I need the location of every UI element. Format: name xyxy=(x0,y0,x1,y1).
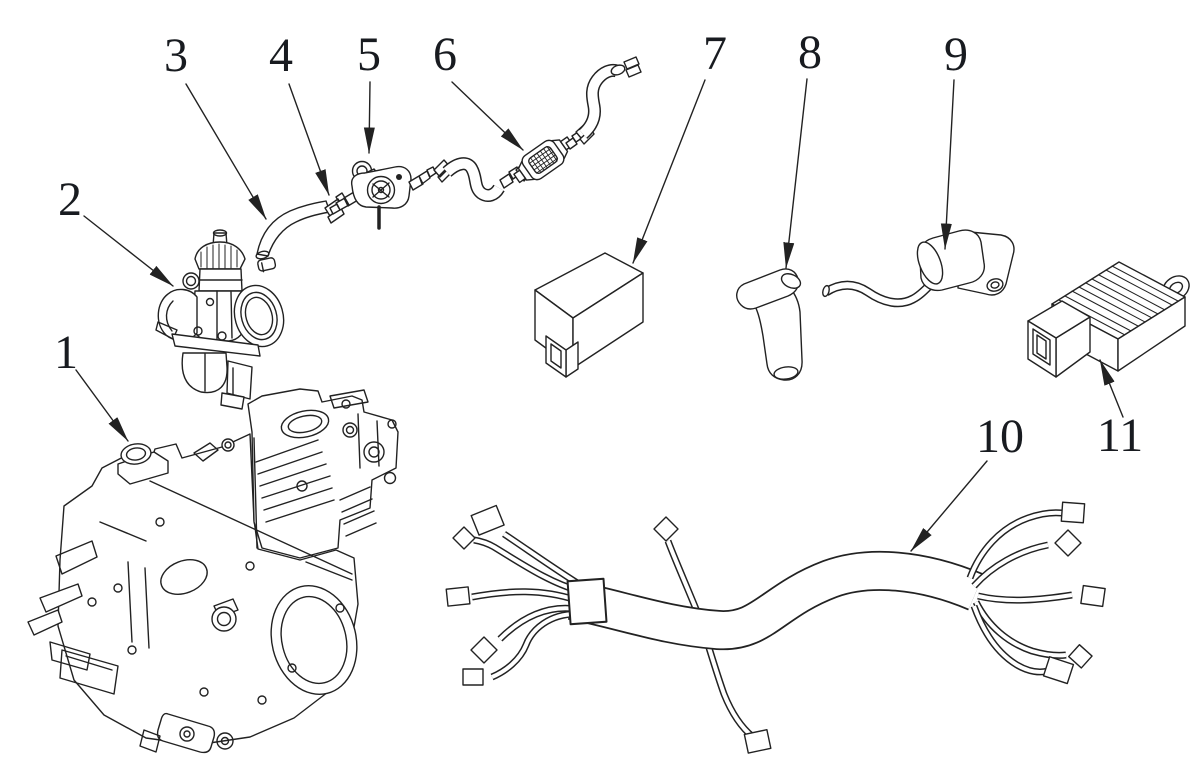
callout-3: 3 xyxy=(164,29,188,82)
callout-11: 11 xyxy=(1096,409,1144,462)
leader-11 xyxy=(1099,359,1124,418)
callout-6: 6 xyxy=(433,28,457,81)
leader-10 xyxy=(910,460,988,552)
wire-harness-drawing xyxy=(445,501,1106,754)
callout-7: 7 xyxy=(703,27,727,80)
leader-5 xyxy=(363,81,375,154)
leader-1 xyxy=(75,369,129,442)
cdi-unit-drawing xyxy=(534,252,644,378)
callout-4: 4 xyxy=(269,29,293,82)
callout-10: 10 xyxy=(976,410,1024,463)
leader-7 xyxy=(632,79,706,264)
carburetor-drawing xyxy=(155,229,285,410)
fuel-filter-drawing xyxy=(513,56,642,184)
callout-8: 8 xyxy=(798,26,822,79)
leader-2 xyxy=(83,215,174,287)
leader-9 xyxy=(940,79,955,250)
callout-1: 1 xyxy=(54,326,78,379)
spark-plug-cap-drawing xyxy=(736,268,803,381)
leader-6 xyxy=(451,81,524,151)
callout-2: 2 xyxy=(58,173,82,226)
fuel-hose-drawing xyxy=(255,200,331,260)
fuel-valve-drawing xyxy=(329,160,437,230)
leader-8 xyxy=(783,78,808,269)
ignition-coil-drawing xyxy=(822,229,1015,308)
callout-9: 9 xyxy=(944,28,968,81)
regulator-drawing xyxy=(1027,261,1190,378)
callout-5: 5 xyxy=(357,28,381,81)
leader-4 xyxy=(288,83,330,196)
engine-assembly-drawing xyxy=(27,388,399,754)
leader-lines xyxy=(75,78,1124,552)
leader-3 xyxy=(185,83,267,220)
